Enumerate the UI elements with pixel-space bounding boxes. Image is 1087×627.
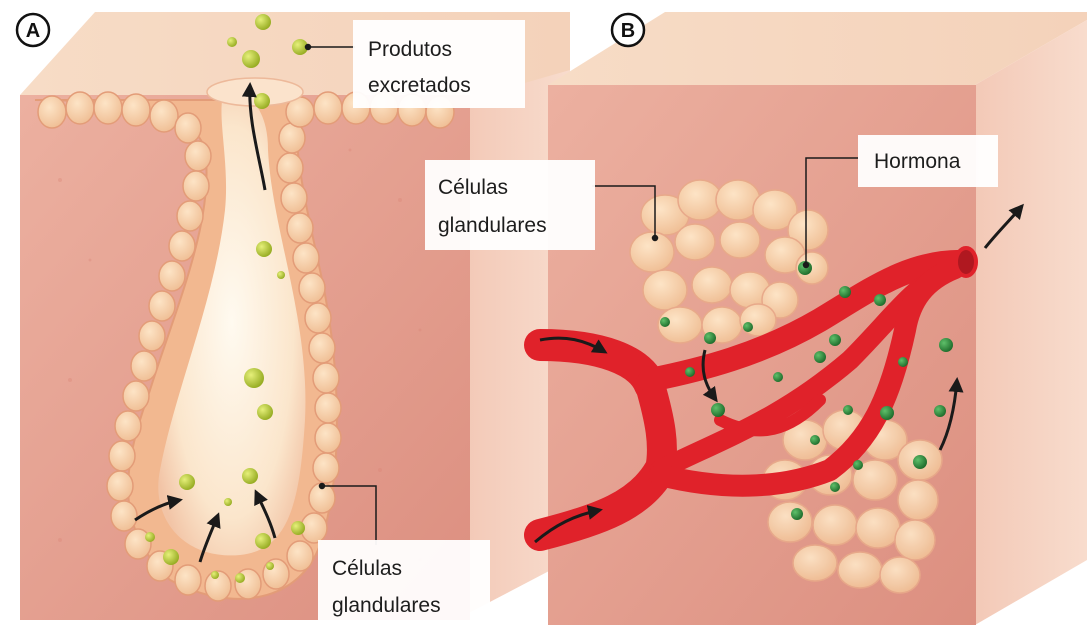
label-cells-a-line1: Células: [332, 557, 402, 580]
tissue-block-b-side: [975, 20, 1087, 625]
panel-badge-b: B: [621, 20, 635, 42]
label-cells-b-line2: glandulares: [438, 214, 547, 237]
label-products-line2: excretados: [368, 74, 471, 97]
label-hormone: Hormona: [874, 150, 961, 173]
panel-a: Produtos excretados Células glandulares …: [17, 12, 570, 625]
label-products-line1: Produtos: [368, 38, 452, 61]
vessel-opening-b: [956, 248, 976, 276]
panel-badge-a: A: [26, 20, 40, 42]
label-cells-b-line1: Células: [438, 176, 508, 199]
label-cells-a-line2: glandulares: [332, 594, 441, 617]
